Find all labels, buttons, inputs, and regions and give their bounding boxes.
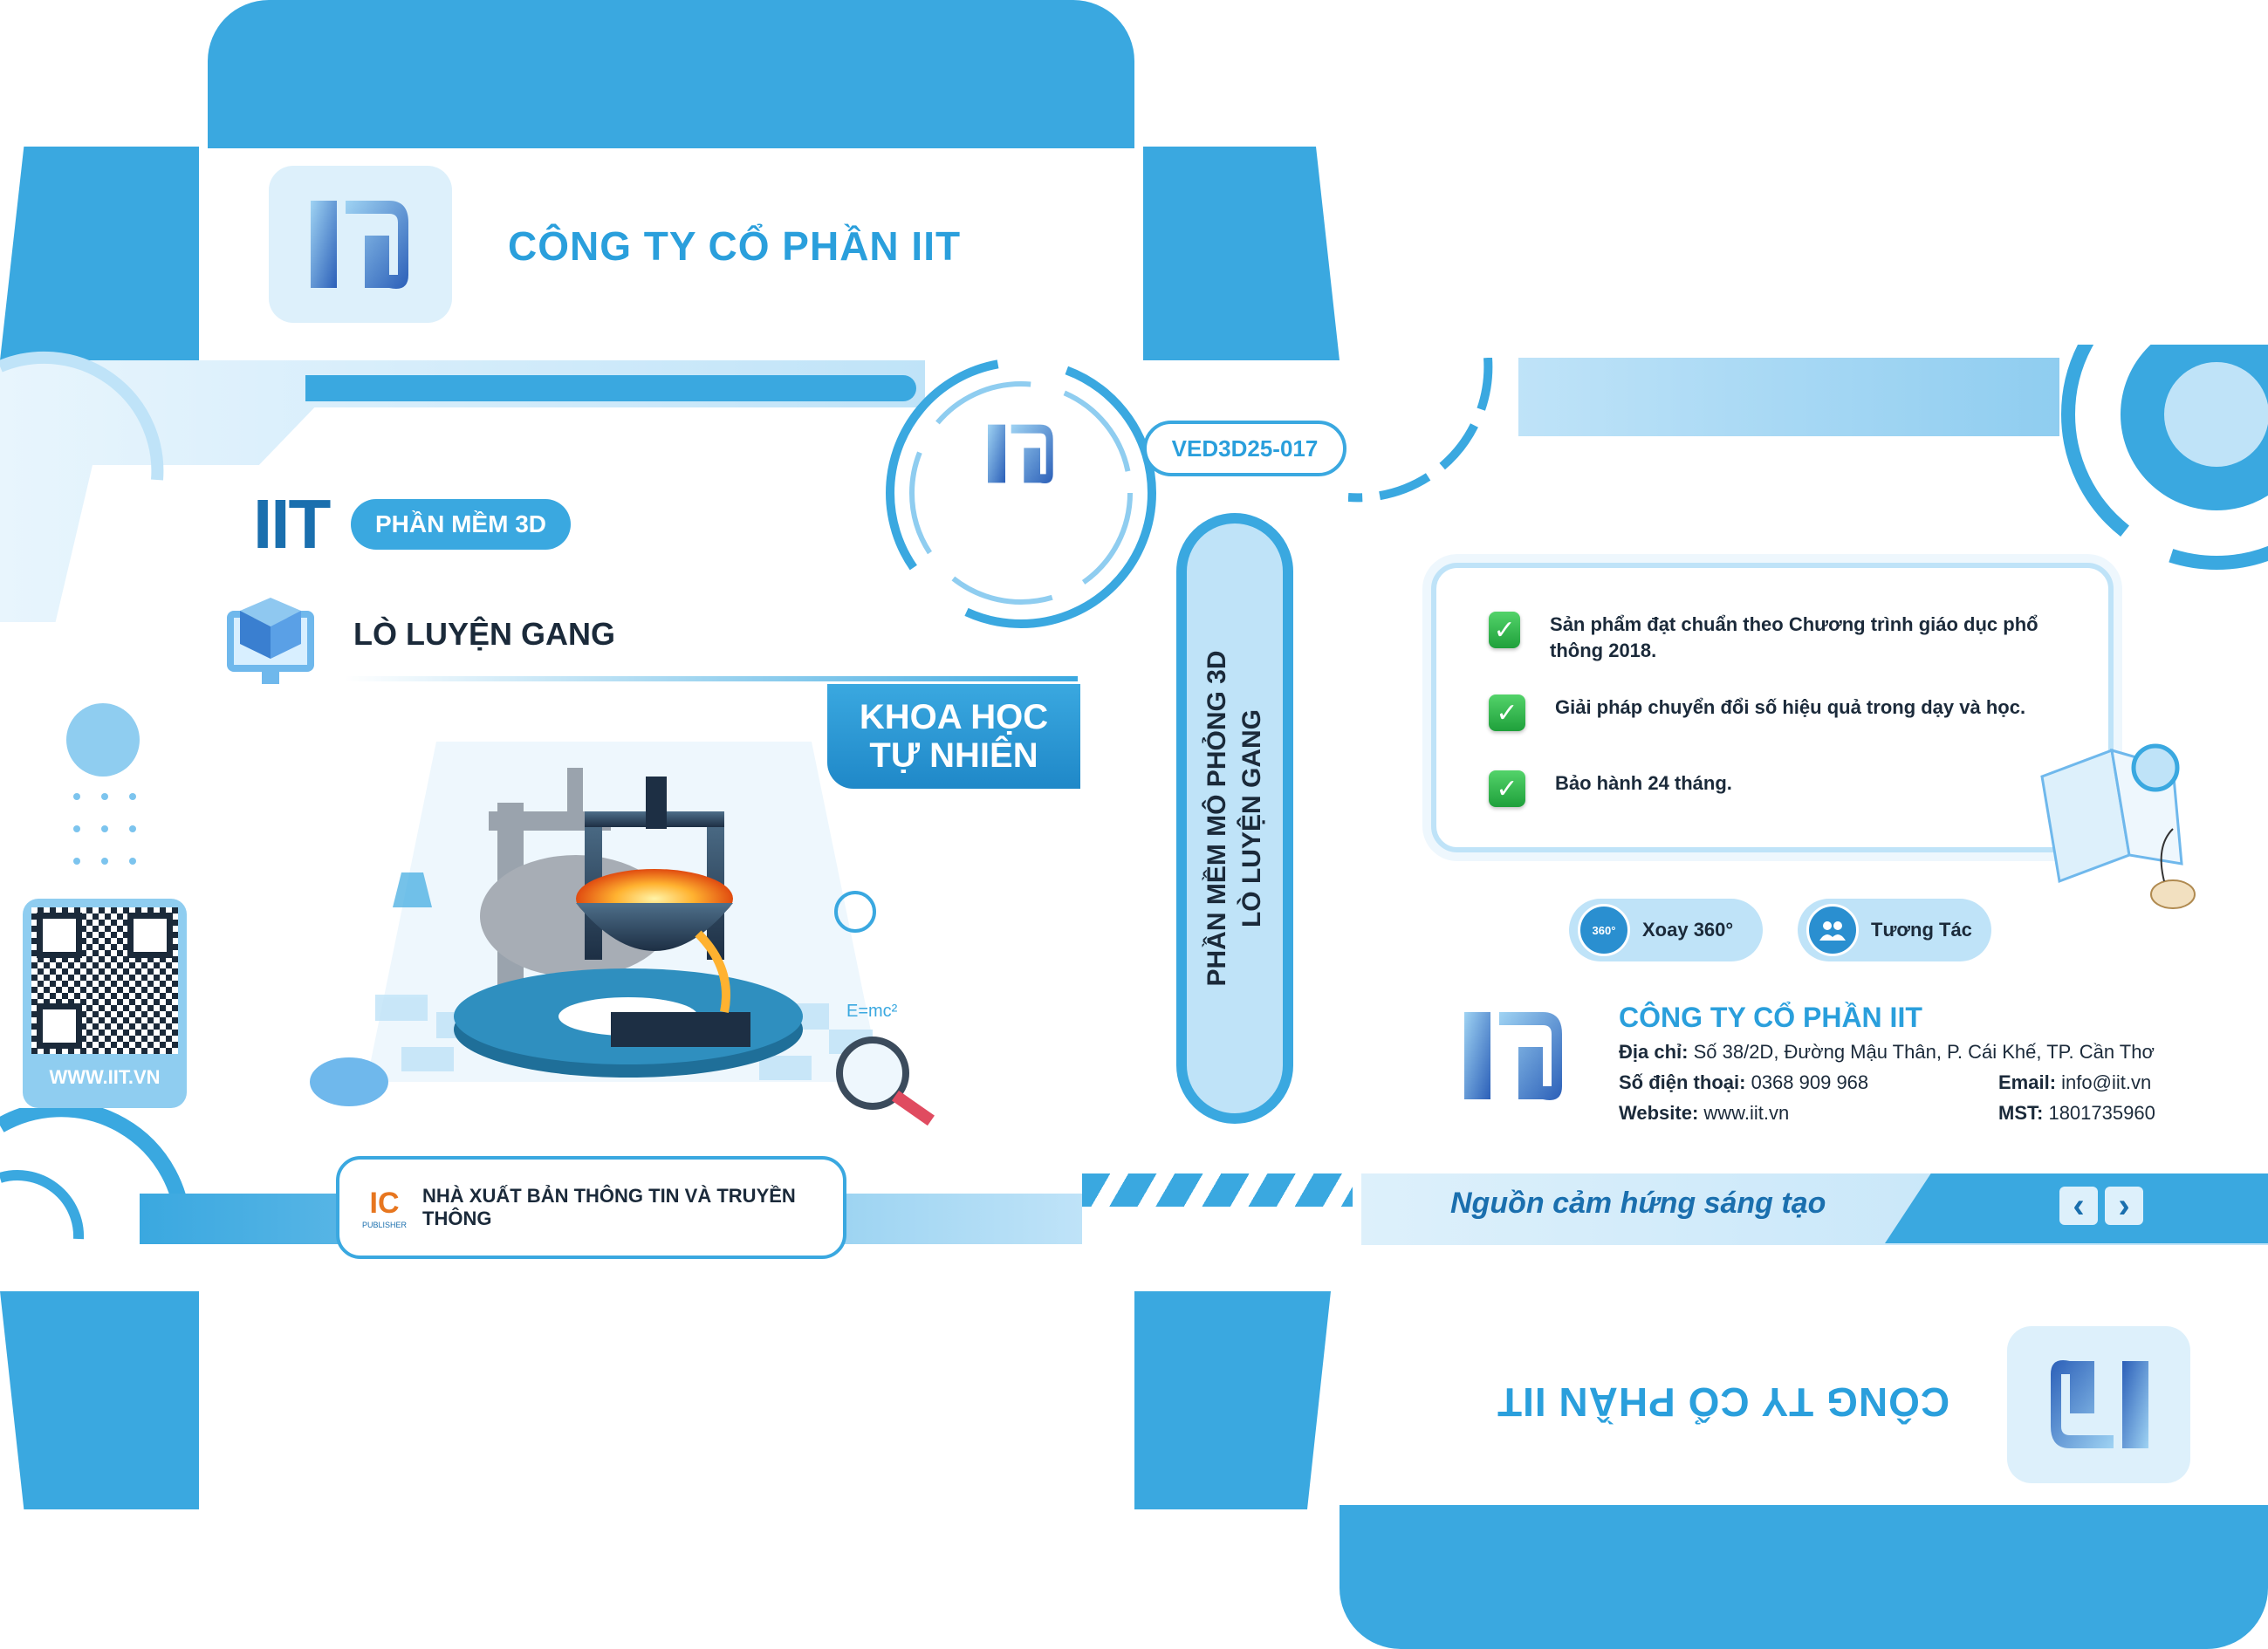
circle-decor-left: [0, 351, 164, 481]
qr-block: WWW.IIT.VN: [23, 899, 187, 1108]
users-icon: [1806, 904, 1859, 956]
qr-website[interactable]: WWW.IIT.VN: [49, 1066, 161, 1088]
prev-button[interactable]: ‹: [2059, 1187, 2098, 1225]
dot-grid-decor: [73, 793, 136, 865]
feature-text: Sản phẩm đạt chuẩn theo Chương trình giá…: [1550, 613, 2038, 661]
email-label: Email:: [1998, 1071, 2057, 1093]
brand-label: IIT: [253, 485, 331, 563]
company-name-back: CÔNG TY CỔ PHẦN IIT: [1619, 1002, 1922, 1033]
iit-logo-icon: [311, 201, 408, 289]
iit-logo-icon: [2051, 1360, 2148, 1448]
logo-back: [1440, 977, 1588, 1139]
iit-logo-icon: [1464, 1012, 1562, 1100]
rotate-360-button[interactable]: 360° Xoay 360°: [1569, 899, 1763, 961]
spine-line-1: PHẦN MỀM MÔ PHỎNG 3D: [1203, 650, 1231, 987]
phone-row: Số điện thoại: 0368 909 968: [1619, 1071, 1868, 1094]
furnace-illustration: E=mc²: [310, 742, 935, 1126]
website-label: Website:: [1619, 1102, 1699, 1124]
feature-text: Bảo hành 24 tháng.: [1555, 772, 1732, 794]
feature-item: ✓ Giải pháp chuyển đổi số hiệu quả trong…: [1489, 694, 2065, 731]
iit-logo-icon: [988, 424, 1053, 483]
tax-value: 1801735960: [2048, 1102, 2155, 1124]
website-value: www.iit.vn: [1703, 1102, 1790, 1124]
back-header-stripe: [1518, 358, 2059, 436]
email-row: Email: info@iit.vn: [1998, 1071, 2151, 1094]
logo-box-top: [269, 166, 452, 323]
features-card: ✓ Sản phẩm đạt chuẩn theo Chương trình g…: [1431, 563, 2114, 852]
bottom-flap-left-wing: [0, 1291, 199, 1509]
top-flap-left-wing: [0, 147, 199, 360]
address-value: Số 38/2D, Đường Mậu Thân, P. Cái Khế, TP…: [1693, 1041, 2155, 1063]
subject-box: KHOA HỌC TỰ NHIÊN: [827, 684, 1080, 789]
publisher-logo-sub: PUBLISHER: [362, 1220, 408, 1229]
tech-circle-decor: [886, 358, 1156, 628]
product-code: VED3D25-017: [1143, 421, 1346, 476]
back-circle-decor-left: [1348, 358, 1493, 503]
dot-circle: [66, 703, 140, 777]
spine-line-2: LÒ LUYỆN GANG: [1237, 709, 1266, 928]
publisher-box: IC PUBLISHER NHÀ XUẤT BẢN THÔNG TIN VÀ T…: [336, 1156, 846, 1259]
qr-code[interactable]: [31, 907, 178, 1054]
interact-label: Tương Tác: [1871, 919, 1972, 941]
email-value: info@iit.vn: [2061, 1071, 2152, 1093]
back-circle-decor-right: [2061, 345, 2268, 570]
bottom-band-stripes: [1082, 1173, 1353, 1207]
company-name-flipped: CÔNG TY CỔ PHẦN IIT: [1497, 1379, 1950, 1425]
publisher-logo-icon: IC PUBLISHER: [362, 1187, 407, 1229]
bottom-flap: [1340, 1505, 2268, 1649]
software-badge: PHẦN MỀM 3D: [351, 499, 571, 550]
tax-row: MST: 1801735960: [1998, 1102, 2155, 1125]
logo-box-bottom: [2007, 1326, 2190, 1483]
interact-button[interactable]: Tương Tác: [1798, 899, 1991, 961]
rotate-360-label: Xoay 360°: [1642, 919, 1734, 941]
top-flap-right-wing: [1143, 147, 1340, 360]
logo-front: [960, 393, 1082, 519]
bottom-flap-mid-wing: [1134, 1291, 1331, 1509]
top-flap: [208, 0, 1134, 148]
company-name-top: CÔNG TY CỔ PHẦN IIT: [508, 223, 962, 269]
subject-line-1: KHOA HỌC: [859, 698, 1049, 736]
check-icon: ✓: [1489, 770, 1525, 807]
next-button[interactable]: ›: [2105, 1187, 2143, 1225]
check-icon: ✓: [1489, 612, 1521, 648]
document-mouse-icon: [2040, 743, 2196, 909]
formula-label: E=mc²: [846, 1002, 898, 1021]
publisher-logo-text: IC: [369, 1186, 400, 1220]
front-header-stripe: [305, 375, 916, 401]
phone-value: 0368 909 968: [1751, 1071, 1869, 1093]
publisher-name: NHÀ XUẤT BẢN THÔNG TIN VÀ TRUYỀN THÔNG: [422, 1185, 796, 1229]
rotate-360-icon: 360°: [1578, 904, 1630, 956]
subject-line-2: TỰ NHIÊN: [869, 736, 1038, 775]
check-icon: ✓: [1489, 694, 1525, 731]
slogan: Nguồn cảm hứng sáng tạo: [1450, 1187, 1826, 1220]
address-label: Địa chỉ:: [1619, 1041, 1689, 1063]
website-row: Website: www.iit.vn: [1619, 1102, 1789, 1125]
feature-item: ✓ Sản phẩm đạt chuẩn theo Chương trình g…: [1489, 612, 2065, 664]
spine-pill: PHẦN MỀM MÔ PHỎNG 3D LÒ LUYỆN GANG: [1176, 513, 1293, 1124]
title-underline: [345, 676, 1078, 681]
product-title: LÒ LUYỆN GANG: [353, 616, 616, 652]
feature-text: Giải pháp chuyển đổi số hiệu quả trong d…: [1555, 696, 2026, 718]
monitor-cube-icon: [227, 598, 314, 684]
tax-label: MST:: [1998, 1102, 2044, 1124]
feature-item: ✓ Bảo hành 24 tháng.: [1489, 770, 2065, 807]
address-row: Địa chỉ: Số 38/2D, Đường Mậu Thân, P. Cá…: [1619, 1041, 2155, 1064]
phone-label: Số điện thoại:: [1619, 1071, 1746, 1093]
